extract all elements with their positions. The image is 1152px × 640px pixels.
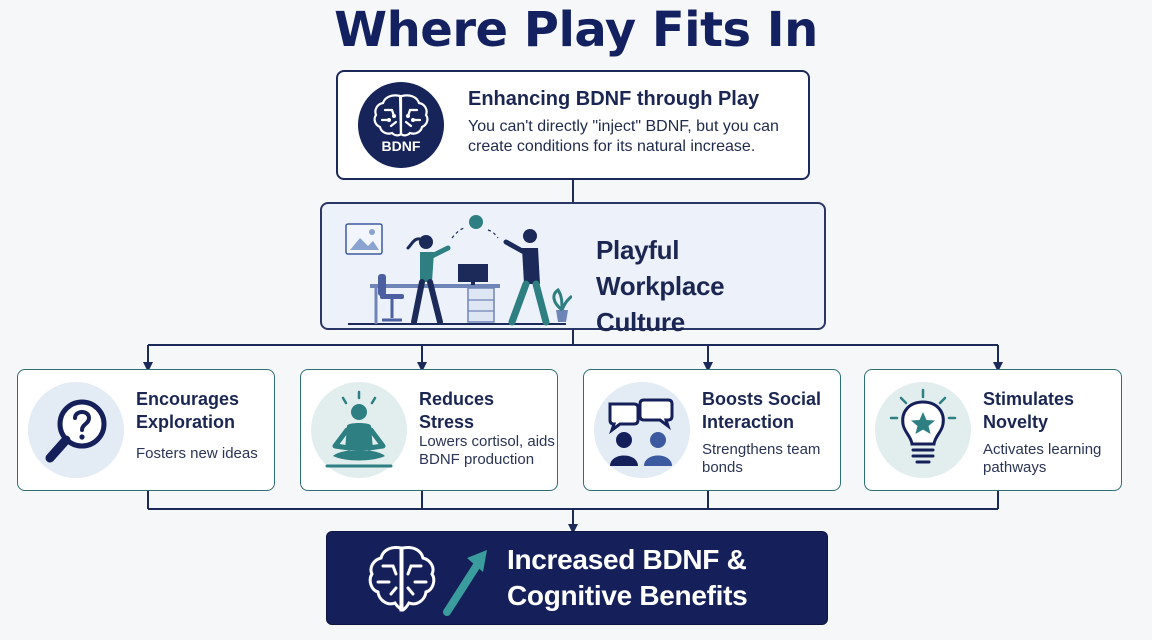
card-encourages-exploration: Encourages Exploration Fosters new ideas	[17, 369, 275, 491]
middle-node: Playful Workplace Culture	[320, 202, 826, 337]
top-node-description: You can't directly "inject" BDNF, but yo…	[468, 118, 779, 155]
magnifier-question-icon	[28, 382, 124, 478]
meditation-icon	[311, 382, 407, 478]
card-1-heading: Encourages Exploration	[136, 388, 272, 434]
workplace-play-illustration-icon	[345, 215, 572, 326]
card-4-description: Activates learning pathways	[983, 441, 1102, 476]
brain-badge-icon: BDNF	[358, 82, 444, 168]
middle-node-heading-line2: Workplace Culture	[596, 271, 725, 337]
card-4-heading: Stimulates Novelty	[983, 388, 1119, 434]
brain-arrow-up-icon	[368, 546, 487, 616]
bottom-node-heading-line2: Cognitive Benefits	[507, 580, 748, 611]
card-2-heading-line2: Stress	[419, 412, 475, 432]
lightbulb-star-icon	[875, 382, 971, 478]
card-3-heading: Boosts Social Interaction	[702, 388, 838, 434]
card-4-heading-line1: Stimulates	[983, 389, 1075, 409]
card-1-heading-line1: Encourages	[136, 389, 240, 409]
card-1-description: Fosters new ideas	[136, 445, 258, 462]
card-stimulates-novelty: Stimulates Novelty Activates learning pa…	[864, 369, 1122, 491]
top-node-heading: Enhancing BDNF through Play	[468, 88, 760, 110]
middle-node-heading: Playful Workplace Culture	[596, 232, 818, 340]
card-2-heading-line1: Reduces	[419, 389, 495, 409]
bottom-node-heading-line1: Increased BDNF &	[507, 544, 747, 575]
diagram-title: Where Play Fits In	[334, 2, 818, 58]
people-chat-icon	[594, 382, 690, 478]
card-3-heading-line1: Boosts Social	[702, 389, 822, 409]
top-node: BDNF Enhancing BDNF through Play You can…	[336, 70, 810, 180]
card-boosts-social-interaction: Boosts Social Interaction Strengthens te…	[583, 369, 841, 491]
bottom-node: Increased BDNF & Cognitive Benefits	[326, 531, 828, 625]
middle-node-heading-line1: Playful	[596, 235, 680, 265]
card-2-description: Lowers cortisol, aids BDNF production	[419, 433, 555, 468]
card-2-heading: Reduces Stress	[419, 388, 555, 434]
card-4-heading-line2: Novelty	[983, 412, 1049, 432]
bdnf-badge-label: BDNF	[381, 138, 421, 154]
card-reduces-stress: Reduces Stress Lowers cortisol, aids BDN…	[300, 369, 558, 491]
card-3-description: Strengthens team bonds	[702, 441, 821, 476]
bottom-node-heading: Increased BDNF & Cognitive Benefits	[507, 542, 817, 614]
card-1-heading-line2: Exploration	[136, 412, 236, 432]
card-3-heading-line2: Interaction	[702, 412, 795, 432]
